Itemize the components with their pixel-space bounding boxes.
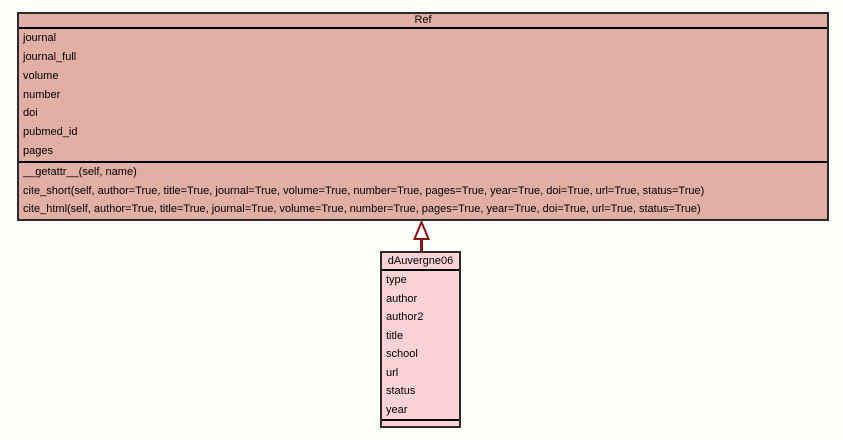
- inheritance-arrowhead-icon: [413, 221, 430, 240]
- method-row: __getattr__(self, name): [23, 165, 137, 178]
- attribute-row: type: [386, 274, 407, 286]
- attribute-row: pubmed_id: [23, 126, 78, 139]
- method-row: cite_html(self, author=True, title=True,…: [23, 203, 701, 216]
- attributes-compartment-dauvergne06: type author author2 title school url sta…: [382, 271, 459, 419]
- attribute-row: url: [386, 366, 399, 379]
- attribute-row: volume: [23, 69, 59, 82]
- attribute-row: status: [386, 385, 416, 397]
- attribute-row: author2: [386, 311, 424, 323]
- class-box-dauvergne06[interactable]: dAuvergne06 type author author2 title sc…: [380, 251, 461, 428]
- attribute-row: journal_full: [23, 50, 77, 63]
- attributes-compartment-ref: journal journal_full volume number doi p…: [19, 29, 827, 161]
- class-box-ref[interactable]: Ref journal journal_full volume number d…: [17, 12, 829, 221]
- attribute-row: year: [386, 403, 408, 416]
- method-row: cite_short(self, author=True, title=True…: [23, 184, 705, 197]
- attribute-row: title: [386, 329, 404, 342]
- methods-compartment-ref: __getattr__(self, name) cite_short(self,…: [19, 160, 827, 219]
- methods-compartment-dauvergne06-empty: [382, 419, 459, 426]
- attribute-row: author: [386, 292, 418, 305]
- inheritance-arrow: [413, 221, 430, 251]
- attribute-row: journal: [23, 32, 57, 44]
- attribute-row: school: [386, 348, 418, 360]
- attribute-row: doi: [23, 107, 38, 120]
- attribute-row: number: [23, 88, 61, 101]
- class-title-ref: Ref: [19, 14, 827, 29]
- class-title-dauvergne06: dAuvergne06: [382, 253, 459, 271]
- attribute-row: pages: [23, 145, 53, 158]
